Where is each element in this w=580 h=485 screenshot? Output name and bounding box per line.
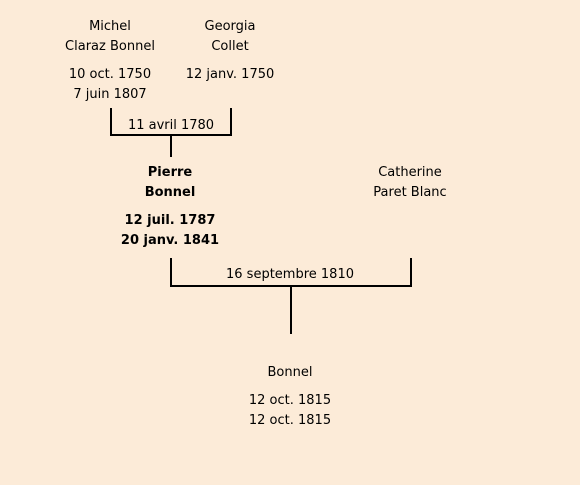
descent-line — [290, 287, 292, 334]
person-last-name: Paret Blanc — [373, 185, 447, 200]
birth-date: 12 juil. 1787 — [124, 213, 216, 228]
birth-date: 12 janv. 1750 — [185, 67, 275, 82]
union-connector-bar — [110, 134, 232, 136]
person-michel-claraz-bonnel[interactable]: Michel Claraz Bonnel 10 oct. 1750 7 juin… — [30, 17, 190, 105]
person-georgia-collet[interactable]: Georgia Collet 12 janv. 1750 — [150, 17, 310, 85]
birth-date: 12 oct. 1815 — [248, 393, 332, 408]
person-last-name: Bonnel — [267, 365, 313, 380]
person-dates: 12 juil. 1787 20 janv. 1841 — [90, 211, 250, 251]
union-connector-left — [110, 108, 112, 136]
person-dates: 10 oct. 1750 7 juin 1807 — [30, 65, 190, 105]
person-catherine-paret-blanc[interactable]: Catherine Paret Blanc — [330, 163, 490, 203]
person-dates: 12 oct. 1815 12 oct. 1815 — [210, 391, 370, 431]
death-date: 20 janv. 1841 — [120, 233, 220, 248]
person-last-name: Collet — [211, 39, 249, 54]
descent-line — [170, 136, 172, 157]
person-last-name: Claraz Bonnel — [65, 39, 155, 54]
death-date: 12 oct. 1815 — [248, 413, 332, 428]
person-first-name: Michel — [89, 19, 131, 34]
birth-date: 10 oct. 1750 — [68, 67, 152, 82]
union-connector-bar — [170, 285, 412, 287]
person-child-bonnel[interactable]: Bonnel 12 oct. 1815 12 oct. 1815 — [210, 363, 370, 431]
person-first-name: Georgia — [204, 19, 256, 34]
person-pierre-bonnel[interactable]: Pierre Bonnel 12 juil. 1787 20 janv. 184… — [90, 163, 250, 251]
person-first-name: Catherine — [378, 165, 442, 180]
union-connector-right — [410, 258, 412, 287]
person-last-name: Bonnel — [144, 185, 196, 200]
union-date-label: 11 avril 1780 — [120, 118, 222, 134]
union-connector-right — [230, 108, 232, 136]
person-dates: 12 janv. 1750 — [150, 65, 310, 85]
death-date: 7 juin 1807 — [73, 87, 147, 102]
union-date-label: 16 septembre 1810 — [210, 267, 370, 283]
person-first-name: Pierre — [147, 165, 193, 180]
union-connector-left — [170, 258, 172, 287]
